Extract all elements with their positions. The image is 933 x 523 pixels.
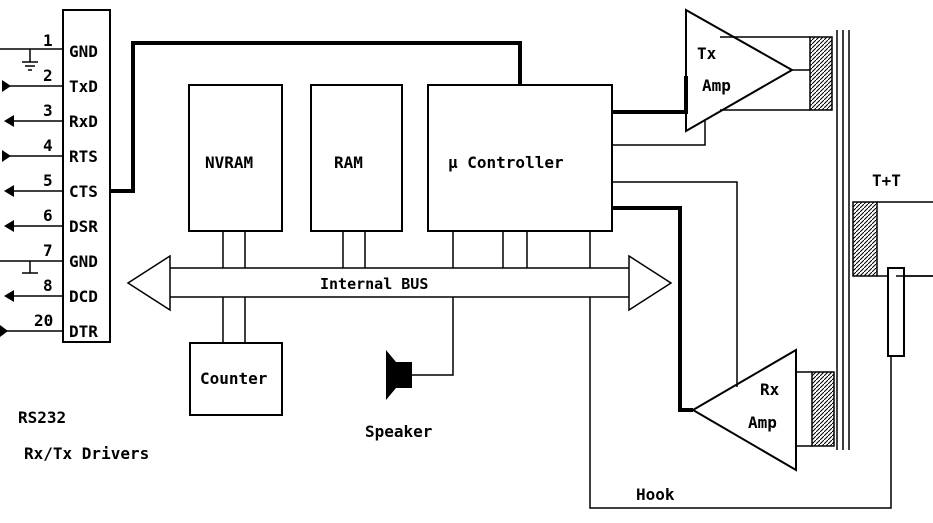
pin-number: 6 xyxy=(43,206,53,225)
counter-label: Counter xyxy=(200,369,267,388)
ram-block xyxy=(310,84,403,232)
speaker-icon xyxy=(386,350,412,400)
line-transformer-coil xyxy=(852,201,878,277)
pin-number: 5 xyxy=(43,171,53,190)
rs232-pin-wires xyxy=(0,48,63,337)
rx-amp-label: Rx xyxy=(760,380,780,399)
rs232-connector xyxy=(62,9,111,343)
pin-name: DTR xyxy=(69,322,98,341)
nvram-block xyxy=(188,84,283,232)
hook-wire xyxy=(589,297,892,509)
tx-amp-label: Tx xyxy=(697,44,717,63)
tx-amp-triangle xyxy=(685,8,795,133)
rx-transformer-coil xyxy=(811,371,835,447)
pin-number: 7 xyxy=(43,241,53,260)
pin-name: RxD xyxy=(69,112,98,131)
pin-name: GND xyxy=(69,42,98,61)
rs232-drivers-caption: Rx/Tx Drivers xyxy=(24,444,149,463)
tx-transformer-coil xyxy=(809,36,833,111)
pin-number: 2 xyxy=(43,66,53,85)
pin-name: TxD xyxy=(69,77,98,96)
pin-number: 8 xyxy=(43,276,53,295)
pin-name: RTS xyxy=(69,147,98,166)
tip-ring-label: T+T xyxy=(872,171,901,190)
controller-label: µ Controller xyxy=(448,153,564,172)
pin-number: 20 xyxy=(34,311,53,330)
controller-block xyxy=(427,84,613,232)
rs232-caption: RS232 xyxy=(18,408,66,427)
pin-name: GND xyxy=(69,252,98,271)
controller-to-tx-amp-wire xyxy=(612,76,688,114)
pin-name: DCD xyxy=(69,287,98,306)
pin-number: 4 xyxy=(43,136,53,155)
pin-number: 3 xyxy=(43,101,53,120)
rx-amp-to-controller-wire xyxy=(612,206,693,412)
pin-number: 1 xyxy=(43,31,53,50)
tx-amp-label: Amp xyxy=(702,76,731,95)
internal-bus-label: Internal BUS xyxy=(320,275,428,293)
counter-block xyxy=(189,342,283,416)
bus-connections xyxy=(222,231,591,376)
cts-to-controller-wire xyxy=(110,41,522,193)
nvram-label: NVRAM xyxy=(205,153,253,172)
ram-label: RAM xyxy=(334,153,363,172)
pin-name: CTS xyxy=(69,182,98,201)
hook-relay-switch xyxy=(887,267,905,357)
hook-label: Hook xyxy=(636,485,675,504)
internal-bus xyxy=(126,254,673,312)
rx-amp-triangle xyxy=(691,348,797,472)
speaker-label: Speaker xyxy=(365,422,432,441)
pin-name: DSR xyxy=(69,217,98,236)
transformer-core xyxy=(836,30,850,450)
rx-amp-label: Amp xyxy=(748,413,777,432)
